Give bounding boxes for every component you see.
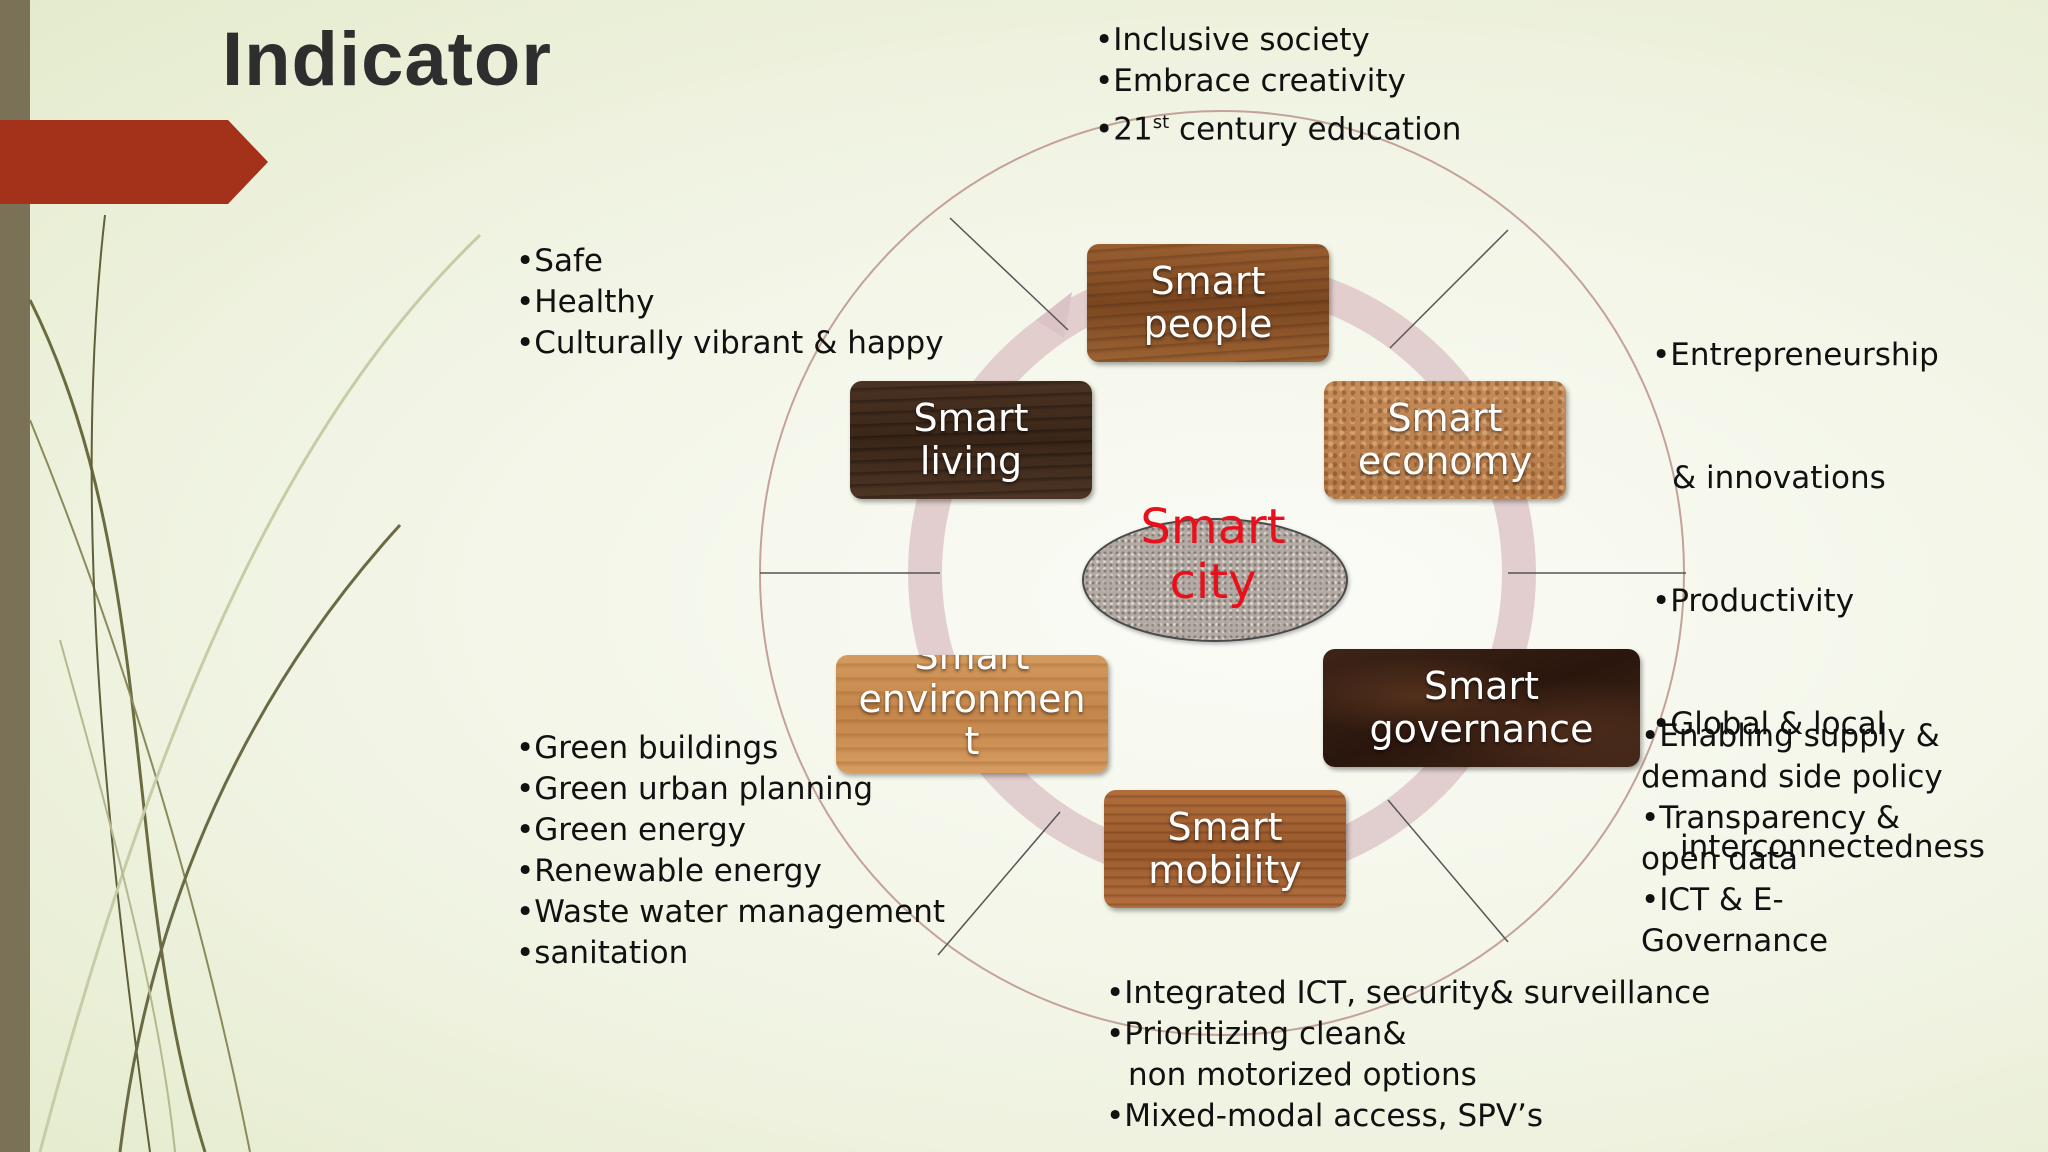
environment-indicators: •Green buildings •Green urban planning •…	[516, 728, 945, 974]
list-item: •Embrace creativity	[1095, 63, 1406, 99]
box-label-line2: governance	[1369, 707, 1594, 751]
list-item: •Culturally vibrant & happy	[516, 325, 944, 361]
smart-city-ellipse	[1082, 518, 1348, 642]
list-item-part: century education	[1169, 111, 1462, 148]
smart-economy-box: Smart economy	[1324, 381, 1566, 499]
box-label-line2: mobility	[1148, 848, 1302, 892]
governance-indicators: •Enabling supply & demand side policy •T…	[1641, 716, 1943, 962]
page-title: Indicator	[222, 17, 552, 102]
divider-line	[949, 217, 1069, 331]
list-item: •Global & local	[1652, 706, 1886, 742]
ordinal-suffix: st	[1152, 112, 1170, 133]
box-label-line1: Smart	[913, 396, 1029, 441]
divider-line	[1387, 799, 1509, 943]
cycle-arrowhead	[1036, 292, 1072, 338]
smart-environment-box: Smart environmen t	[836, 655, 1108, 773]
smart-living-box: Smart living	[850, 381, 1092, 499]
list-item: •Productivity	[1652, 583, 1855, 619]
list-item: demand side policy	[1641, 759, 1943, 795]
list-item: •sanitation	[516, 935, 689, 971]
list-item: •Inclusive society	[1095, 22, 1370, 58]
economy-indicators: •Entrepreneurship & innovations •Product…	[1652, 253, 1985, 909]
list-item: Governance	[1641, 923, 1829, 959]
smart-people-box: Smart people	[1087, 244, 1329, 362]
list-item: •Waste water management	[516, 894, 946, 930]
list-item: •Safe	[516, 243, 603, 279]
list-item: open data	[1641, 841, 1799, 877]
list-item: •Prioritizing clean&	[1106, 1016, 1407, 1052]
list-item: non motorized options	[1128, 1057, 1477, 1093]
box-label-line1: Smart	[1150, 259, 1266, 304]
list-item: interconnectedness	[1680, 829, 1985, 865]
box-label-line1: Smart	[914, 655, 1030, 678]
list-item: •Green urban planning	[516, 771, 874, 807]
box-label-line1: Smart	[1387, 396, 1503, 441]
living-indicators: •Safe •Healthy •Culturally vibrant & hap…	[516, 241, 944, 364]
box-label-line2: living	[919, 439, 1023, 483]
mobility-indicators: •Integrated ICT, security& surveillance …	[1106, 973, 1710, 1137]
smart-city-label: Smart city	[1082, 499, 1344, 611]
box-label-line2: environmen	[858, 676, 1086, 721]
list-item: •Healthy	[516, 284, 655, 320]
smart-mobility-box: Smart mobility	[1104, 790, 1346, 908]
box-label-line2: people	[1143, 302, 1273, 346]
divider-line	[1389, 229, 1509, 349]
list-item: •Mixed-modal access, SPV’s	[1106, 1098, 1544, 1134]
list-item: & innovations	[1672, 460, 1886, 496]
center-label-line1: Smart	[1140, 499, 1286, 555]
list-item: •Green energy	[516, 812, 747, 848]
list-item: •Entrepreneurship	[1652, 337, 1939, 373]
list-item-part: •21	[1095, 111, 1153, 148]
center-label-line2: city	[1169, 554, 1257, 611]
list-item: •Enabling supply &	[1641, 718, 1940, 754]
smart-governance-box: Smart governance	[1323, 649, 1640, 767]
box-label-line3: t	[964, 719, 980, 764]
list-item: •Integrated ICT, security& surveillance	[1106, 975, 1711, 1011]
list-item: •Transparency &	[1641, 800, 1901, 836]
divider-line	[937, 811, 1061, 956]
list-item: •ICT & E-	[1641, 882, 1784, 918]
title-accent-arrow	[0, 120, 268, 204]
list-item: •Renewable energy	[516, 853, 822, 889]
list-item: •21st century education	[1095, 102, 1461, 150]
people-indicators: •Inclusive society •Embrace creativity •…	[1095, 20, 1461, 150]
box-label-line1: Smart	[1167, 805, 1283, 850]
list-item: •Green buildings	[516, 730, 779, 766]
box-label-line2: economy	[1357, 439, 1533, 483]
box-label-line1: Smart	[1424, 664, 1539, 709]
